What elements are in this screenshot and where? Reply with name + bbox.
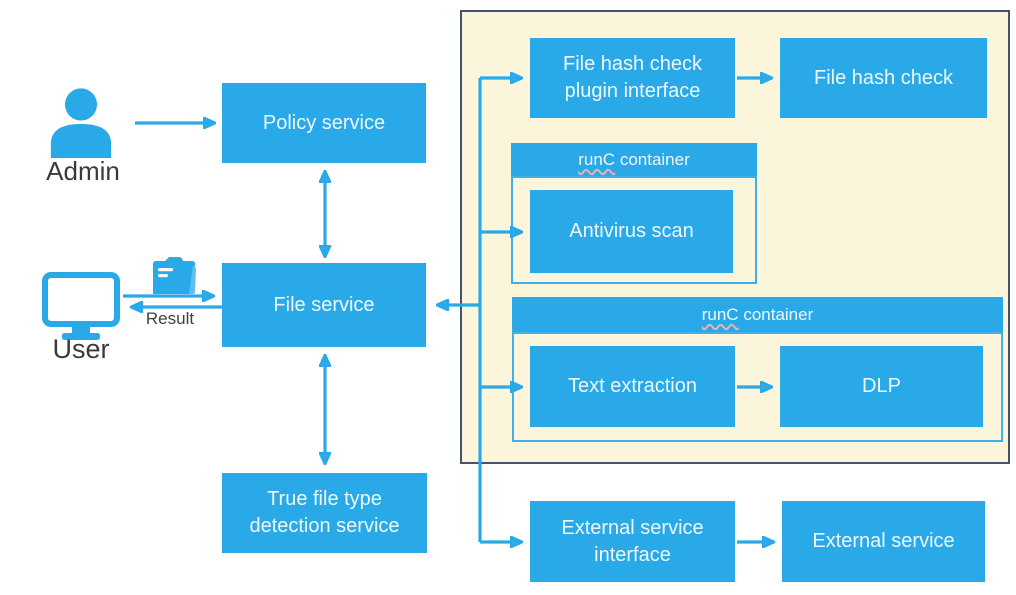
- file-hash-check-plugin-interface-node: File hash check plugin interface: [530, 38, 735, 118]
- runc-container-1-title: runC container: [578, 149, 690, 169]
- file-service-node: File service: [222, 263, 426, 347]
- external-service-interface-node: External service interface: [530, 501, 735, 582]
- result-edge-label: Result: [145, 309, 195, 328]
- external-service-node: External service: [782, 501, 985, 582]
- file-hash-check-node: File hash check: [780, 38, 987, 118]
- antivirus-scan-node: Antivirus scan: [530, 190, 733, 273]
- folder-icon: [153, 257, 196, 294]
- monitor-icon: [42, 272, 120, 340]
- true-file-type-detection-node: True file type detection service: [222, 473, 427, 553]
- runc-container-2-title: runC container: [701, 304, 814, 324]
- admin-label: Admin: [46, 156, 120, 186]
- runc-container-1-titlebar: runC container: [511, 143, 757, 176]
- policy-service-node: Policy service: [222, 83, 426, 163]
- dlp-node: DLP: [780, 346, 983, 427]
- text-extraction-node: Text extraction: [530, 346, 735, 427]
- person-icon: [50, 88, 112, 158]
- user-label: User: [52, 334, 110, 364]
- runc-container-2-titlebar: runC container: [512, 297, 1003, 332]
